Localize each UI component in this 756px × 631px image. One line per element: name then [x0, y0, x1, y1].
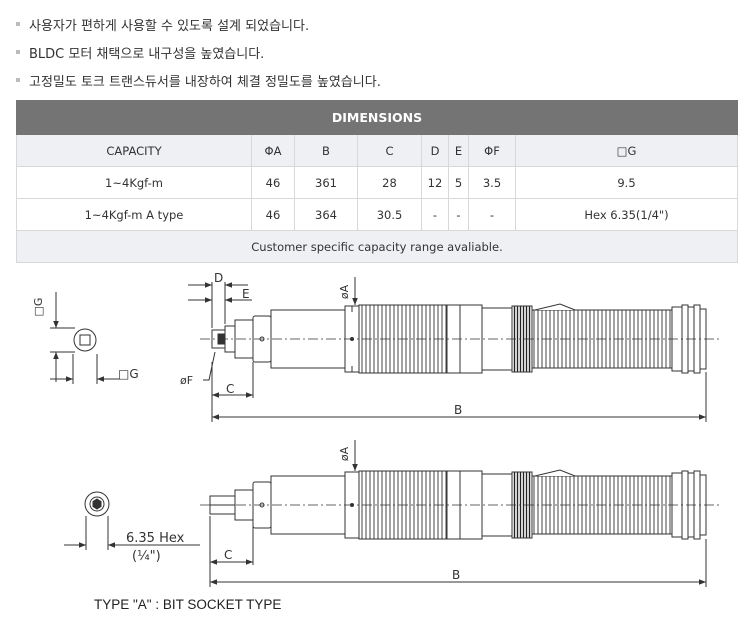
- feature-item: 고정밀도 토크 트랜스듀서를 내장하여 체결 정밀도를 높였습니다.: [16, 66, 381, 94]
- screwdriver-side-view-top: [200, 303, 720, 374]
- table-cell: -: [468, 198, 516, 231]
- dim-label-g-horizontal: □G: [118, 367, 139, 381]
- table-row: 1~4Kgf-m 46 361 28 12 5 3.5 9.5: [16, 166, 738, 199]
- table-cell: 28: [357, 166, 422, 199]
- table-cell: 361: [294, 166, 358, 199]
- table-cell: 3.5: [468, 166, 516, 199]
- table-cell: 9.5: [515, 166, 738, 199]
- dim-label-phi-a-top: øA: [338, 284, 351, 299]
- table-cell: 46: [251, 166, 295, 199]
- table-cell: 30.5: [357, 198, 422, 231]
- dim-label-e: E: [242, 287, 250, 301]
- dim-label-hex: 6.35 Hex: [126, 531, 185, 546]
- dimensions-table: DIMENSIONS CAPACITY ΦA B C D E ΦF □G 1~4…: [16, 100, 738, 263]
- col-header: ΦF: [468, 134, 516, 167]
- dim-label-b-bottom: B: [452, 568, 460, 582]
- table-row: 1~4Kgf-m A type 46 364 30.5 - - - Hex 6.…: [16, 198, 738, 231]
- dim-label-c-bottom: C: [224, 548, 232, 562]
- table-cell: 46: [251, 198, 295, 231]
- col-header: ΦA: [251, 134, 295, 167]
- technical-drawing: □G □G: [32, 271, 720, 587]
- dim-label-d: D: [214, 271, 223, 285]
- table-cell: 1~4Kgf-m A type: [16, 198, 252, 231]
- feature-list: 사용자가 편하게 사용할 수 있도록 설계 되었습니다. BLDC 모터 채택으…: [16, 10, 381, 94]
- table-cell: 5: [448, 166, 469, 199]
- table-note: Customer specific capacity range avaliab…: [16, 230, 738, 263]
- table-cell: 364: [294, 198, 358, 231]
- bullet-icon: [16, 22, 20, 26]
- dim-label-hex-fraction: (¼"): [132, 549, 161, 564]
- bullet-icon: [16, 50, 20, 54]
- col-header: C: [357, 134, 422, 167]
- dim-label-phi-a-bottom: øA: [338, 446, 351, 461]
- drawing-caption: TYPE "A" : BIT SOCKET TYPE: [94, 597, 282, 612]
- end-view-top: [50, 292, 120, 384]
- dim-label-g-vertical: □G: [32, 298, 45, 317]
- table-cell: -: [421, 198, 449, 231]
- dimension-lines-bottom: [209, 440, 707, 587]
- table-title: DIMENSIONS: [16, 100, 738, 135]
- dim-label-c-top: C: [226, 382, 234, 396]
- table-cell: 1~4Kgf-m: [16, 166, 252, 199]
- table-cell: 12: [421, 166, 449, 199]
- col-header: D: [421, 134, 449, 167]
- feature-item: BLDC 모터 채택으로 내구성을 높였습니다.: [16, 38, 381, 66]
- table-header-row: CAPACITY ΦA B C D E ΦF □G: [16, 134, 738, 167]
- bullet-icon: [16, 78, 20, 82]
- dim-label-b-top: B: [454, 403, 462, 417]
- dim-label-phi-f: øF: [180, 374, 193, 387]
- screwdriver-side-view-bottom: [200, 469, 720, 540]
- col-header: CAPACITY: [16, 134, 252, 167]
- col-header: E: [448, 134, 469, 167]
- table-cell: Hex 6.35(1/4"): [515, 198, 738, 231]
- col-header: □G: [515, 134, 738, 167]
- end-view-bottom: [64, 491, 200, 550]
- table-cell: -: [448, 198, 469, 231]
- feature-item: 사용자가 편하게 사용할 수 있도록 설계 되었습니다.: [16, 10, 381, 38]
- dimension-lines-top: [188, 277, 707, 422]
- col-header: B: [294, 134, 358, 167]
